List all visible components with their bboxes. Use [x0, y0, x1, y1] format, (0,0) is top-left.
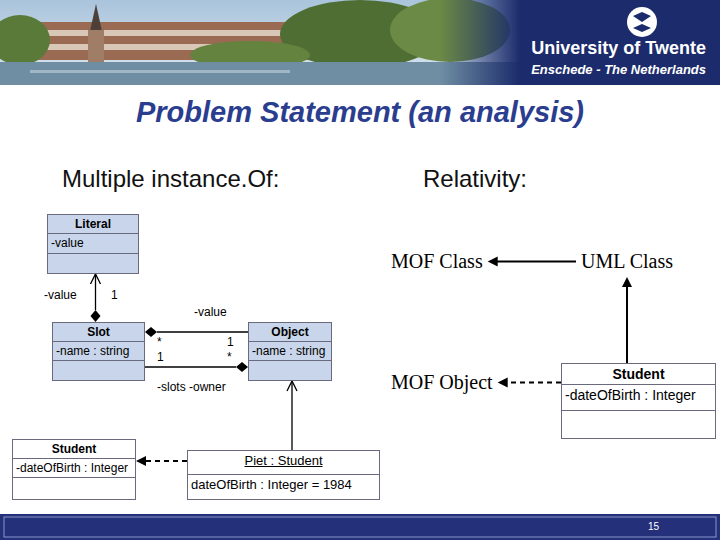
connector-line	[497, 261, 576, 263]
multiplicity: 1	[227, 336, 234, 348]
slide-title: Problem Statement (an analysis)	[0, 96, 720, 129]
class-name-row: Object	[249, 323, 331, 341]
photo-water-shine	[30, 70, 290, 73]
column-heading: Relativity:	[423, 165, 527, 193]
attribute-text: -name : string	[252, 344, 325, 358]
connector	[498, 378, 561, 388]
metalevel-text: MOF Object	[390, 371, 494, 394]
footer-inner-bar	[4, 517, 716, 537]
arrowhead	[498, 378, 508, 388]
class-name-row: Literal	[48, 215, 138, 233]
attribute-text: -value	[51, 236, 84, 250]
connector-line	[291, 381, 292, 450]
class-name-row: Student	[13, 440, 135, 458]
connector	[91, 274, 101, 322]
class-compartment: dateOfBirth : Integer = 1984	[188, 474, 379, 499]
connector	[488, 257, 576, 267]
uml-class-box: Student -dateOfBirth : Integer	[561, 363, 716, 439]
role-name: -value	[194, 306, 227, 319]
multiplicity: 1	[111, 289, 118, 301]
class-compartment	[562, 410, 715, 438]
multiplicity: 1	[157, 351, 164, 363]
connector-line	[95, 274, 96, 310]
composition-diamond	[145, 327, 157, 337]
connector-line	[157, 331, 248, 332]
uml-class-box: Object -name : string	[248, 322, 332, 381]
photo-building-windows	[20, 30, 320, 36]
photo-sky	[0, 0, 520, 85]
uml-class-box: Slot -name : string	[52, 322, 145, 381]
class-compartment	[249, 360, 331, 380]
class-compartment: -value	[48, 233, 138, 253]
attribute-text: -dateOfBirth : Integer	[565, 387, 696, 403]
photo-trees	[0, 15, 50, 65]
footer-bar	[0, 514, 720, 540]
header-fade	[440, 0, 520, 85]
attribute-text: -name : string	[56, 344, 129, 358]
class-compartment: -dateOfBirth : Integer	[562, 384, 715, 410]
arrowhead	[622, 277, 632, 287]
uml-class-box: Student -dateOfBirth : Integer	[12, 439, 136, 500]
class-name-row: Slot	[53, 323, 144, 341]
uml-instance-box: Piet : Student dateOfBirth : Integer = 19…	[187, 450, 380, 500]
class-compartment	[48, 253, 138, 273]
connector	[145, 362, 248, 372]
class-name-row: Piet : Student	[188, 451, 379, 474]
node-text: MOF Object	[391, 371, 493, 393]
connector	[622, 277, 632, 363]
class-name: Object	[271, 325, 308, 339]
class-compartment	[53, 360, 144, 380]
class-compartment: -dateOfBirth : Integer	[13, 458, 135, 477]
multiplicity: *	[157, 336, 162, 348]
connector	[136, 456, 187, 466]
node-text: MOF Class	[391, 250, 483, 272]
class-compartment: -name : string	[249, 341, 331, 360]
class-name: Piet : Student	[244, 453, 322, 468]
role-name: -slots -owner	[157, 381, 226, 394]
arrowhead	[488, 257, 498, 267]
slide-number: 15	[648, 521, 659, 533]
metalevel-text: UML Class	[580, 250, 674, 273]
column-heading: Multiple instance.Of:	[62, 165, 279, 193]
connector-line	[626, 286, 628, 363]
header-panel	[520, 0, 720, 85]
connector-line	[145, 366, 236, 367]
metalevel-text: MOF Class	[390, 250, 484, 273]
attribute-text: -dateOfBirth : Integer	[16, 461, 128, 475]
class-name: Student	[612, 366, 664, 382]
class-compartment	[13, 477, 135, 499]
role-name: -value	[44, 289, 77, 302]
class-name: Literal	[75, 217, 111, 231]
university-name: University of Twente	[531, 38, 706, 59]
composition-diamond	[236, 362, 248, 372]
uml-class-box: Literal -value	[47, 214, 139, 274]
connector-line	[145, 460, 187, 462]
class-name: Student	[52, 442, 97, 456]
arrowhead	[287, 381, 297, 391]
class-name-row: Student	[562, 364, 715, 384]
multiplicity: *	[227, 351, 232, 363]
connector-line	[507, 382, 561, 384]
attribute-text: dateOfBirth : Integer = 1984	[191, 477, 352, 492]
class-compartment: -name : string	[53, 341, 144, 360]
node-text: UML Class	[581, 250, 673, 272]
composition-diamond	[91, 310, 101, 322]
university-logo	[627, 7, 657, 37]
class-name: Slot	[87, 325, 110, 339]
university-logo	[633, 12, 651, 32]
arrowhead	[136, 456, 146, 466]
university-location: Enschede - The Netherlands	[531, 62, 706, 77]
connector	[287, 381, 297, 450]
arrowhead	[91, 274, 101, 284]
photo-tower	[88, 30, 104, 62]
